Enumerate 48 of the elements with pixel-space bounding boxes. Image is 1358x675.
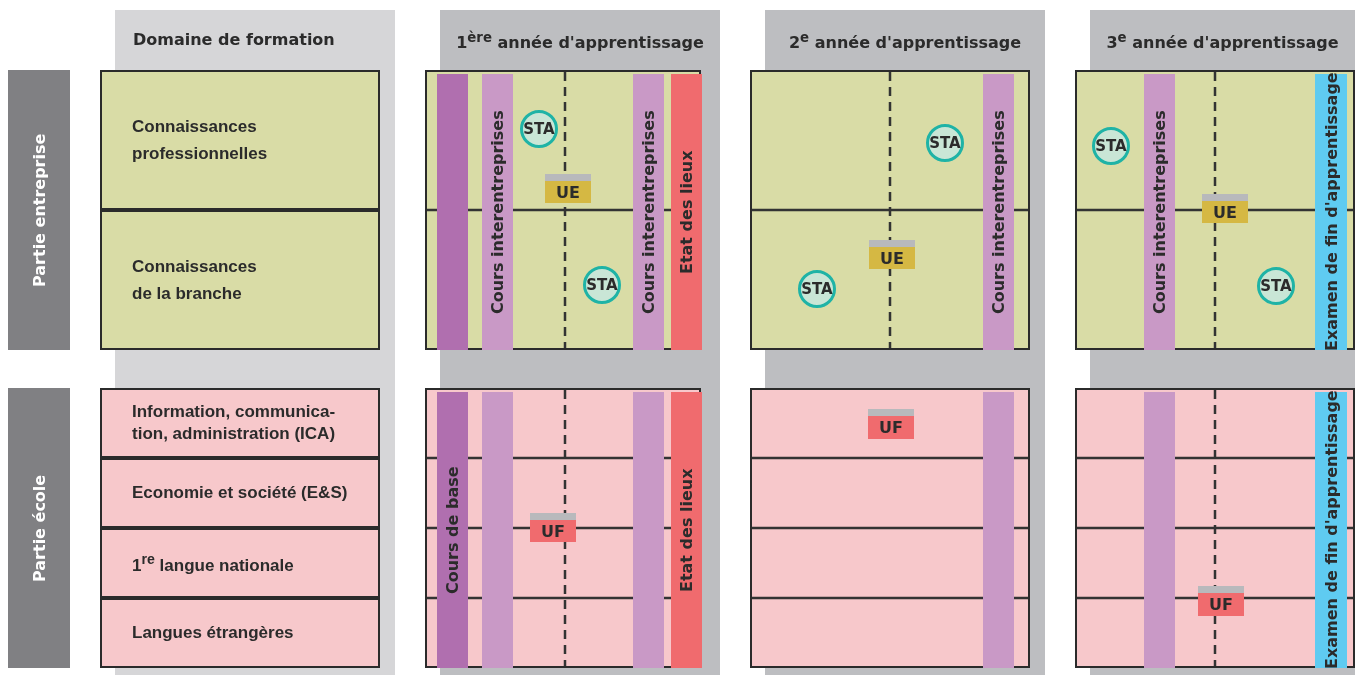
column-band [440, 10, 720, 70]
row-group-label: Partie école [8, 388, 70, 668]
circle-badge: STA [1257, 267, 1295, 305]
column-band [765, 10, 1045, 70]
course-bar: Cours interentreprises [482, 74, 513, 350]
grid-panel [425, 388, 701, 668]
course-bar [482, 392, 513, 668]
column-heading: Domaine de formation [133, 30, 335, 49]
course-bar: Cours interentreprises [1144, 74, 1175, 350]
grid-panel [750, 70, 1030, 350]
course-bar [437, 74, 468, 350]
grid-panel [1075, 388, 1355, 668]
course-bar [983, 392, 1014, 668]
column-heading: 2$^{e}$ année d'apprentissage [787, 30, 1023, 53]
grid-panel [1075, 70, 1355, 350]
tag-label: UE [1202, 194, 1248, 223]
course-bar: Etat des lieux [671, 392, 702, 668]
circle-badge: STA [798, 270, 836, 308]
row-label-cell: Information, communica-tion, administration (ICA) [100, 388, 380, 458]
course-bar: Cours interentreprises [983, 74, 1014, 350]
row-label-cell: Langues étrangères [100, 598, 380, 668]
grid-panel [425, 70, 701, 350]
column-heading: 3$^{e}$ année d'apprentissage [1105, 30, 1340, 53]
tag-label: UF [1198, 586, 1244, 616]
circle-badge: STA [1092, 127, 1130, 165]
course-bar [633, 392, 664, 668]
circle-badge: STA [926, 124, 964, 162]
course-bar: Examen de fin d'apprentissage [1315, 74, 1347, 350]
column-band [1090, 10, 1355, 70]
course-bar: Cours interentreprises [633, 74, 664, 350]
row-label-cell: 1$^{re}$ langue nationale [100, 528, 380, 598]
course-bar: Etat des lieux [671, 74, 702, 350]
tag-label: UF [868, 409, 914, 439]
course-bar [1144, 392, 1175, 668]
tag-label: UF [530, 513, 576, 542]
course-bar: Examen de fin d'apprentissage [1315, 392, 1347, 668]
grid-panel [750, 388, 1030, 668]
column-heading: 1$^{ère}$ année d'apprentissage [455, 30, 705, 53]
course-bar: Cours de base [437, 392, 468, 668]
row-label-cell: Connaissances professionnelles [100, 70, 380, 210]
circle-badge: STA [520, 110, 558, 148]
tag-label: UE [545, 174, 591, 203]
tag-label: UE [869, 240, 915, 269]
row-group-label: Partie entreprise [8, 70, 70, 350]
column-band [115, 10, 395, 70]
row-label-cell: Economie et société (E&S) [100, 458, 380, 528]
circle-badge: STA [583, 266, 621, 304]
row-label-cell: Connaissances de la branche [100, 210, 380, 350]
